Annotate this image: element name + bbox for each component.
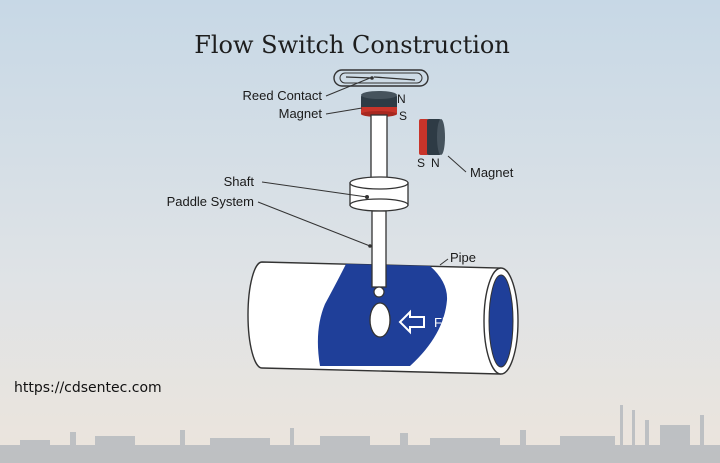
paddle-system-label: Paddle System <box>167 194 254 209</box>
side-magnet-north-label: N <box>431 156 440 170</box>
collar <box>349 176 409 212</box>
top-magnet-north-label: N <box>397 92 406 106</box>
skyline-silhouette <box>0 405 720 463</box>
top-magnet-label: Magnet <box>279 106 323 121</box>
shaft-upper <box>370 114 388 180</box>
pipe-label: Pipe <box>450 250 476 265</box>
flow-label: Flow <box>434 315 462 330</box>
reed-contact-label: Reed Contact <box>243 88 323 103</box>
leader-lines <box>257 77 467 266</box>
side-magnet-label: Magnet <box>470 165 514 180</box>
shaft-lower <box>371 210 387 288</box>
top-magnet <box>361 91 397 117</box>
paddle <box>369 302 391 338</box>
top-magnet-south-label: S <box>399 109 407 123</box>
diagram-title: Flow Switch Construction <box>194 31 510 59</box>
flow-arrow-icon <box>398 309 425 335</box>
source-url: https://cdsentec.com <box>14 380 162 396</box>
shaft-label: Shaft <box>224 174 255 189</box>
reed-contact <box>333 69 429 87</box>
paddle-joint <box>373 286 385 298</box>
side-magnet <box>419 119 445 155</box>
side-magnet-south-label: S <box>417 156 425 170</box>
